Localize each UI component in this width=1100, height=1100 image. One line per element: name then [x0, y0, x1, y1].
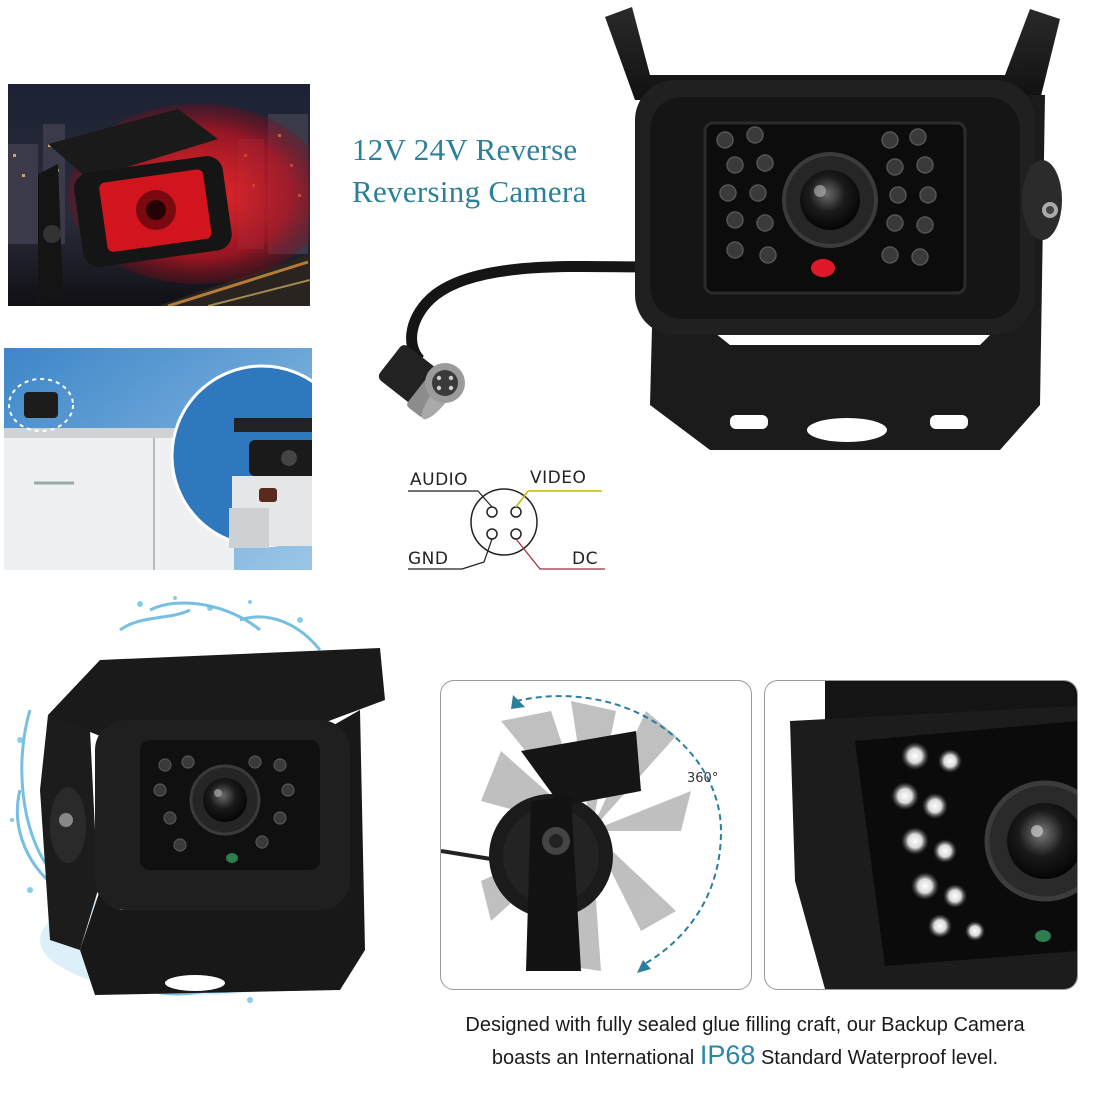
ip68-highlight: IP68	[699, 1040, 756, 1070]
night-scene-photo	[8, 84, 310, 306]
main-camera-illustration	[378, 7, 1062, 450]
truck-mount-photo	[4, 348, 312, 570]
main-camera-photo	[350, 5, 1095, 455]
pin-label-audio: AUDIO	[410, 470, 469, 490]
product-title-line-2: Reversing Camera	[352, 174, 587, 209]
ir-led-closeup-illustration	[790, 681, 1077, 989]
rotation-illustration	[441, 695, 723, 973]
pinout-diagram: AUDIO VIDEO GND DC	[400, 460, 620, 580]
caption-line-2-prefix: boasts an International	[491, 1047, 695, 1069]
night-camera-illustration	[8, 84, 310, 306]
truck-mount-illustration	[4, 348, 312, 570]
caption-line-1: Designed with fully sealed glue filling …	[465, 1014, 1025, 1036]
pin-label-dc: DC	[572, 549, 598, 569]
rotation-panel: 360°	[440, 680, 752, 990]
waterproof-camera-photo	[0, 590, 400, 1010]
caption-line-2-suffix: Standard Waterproof level.	[760, 1047, 999, 1069]
pin-label-gnd: GND	[408, 549, 449, 569]
caption-line-2: boasts an International IP68 Standard Wa…	[400, 1040, 1090, 1073]
rotation-label: 360°	[687, 771, 719, 786]
waterproof-camera-illustration	[10, 596, 385, 1003]
waterproof-caption: Designed with fully sealed glue filling …	[400, 1010, 1090, 1073]
pinout-connector-drawing	[408, 488, 605, 570]
ir-led-closeup-panel	[764, 680, 1078, 990]
product-title-line-1: 12V 24V Reverse	[352, 132, 578, 167]
pin-label-video: VIDEO	[530, 468, 587, 488]
